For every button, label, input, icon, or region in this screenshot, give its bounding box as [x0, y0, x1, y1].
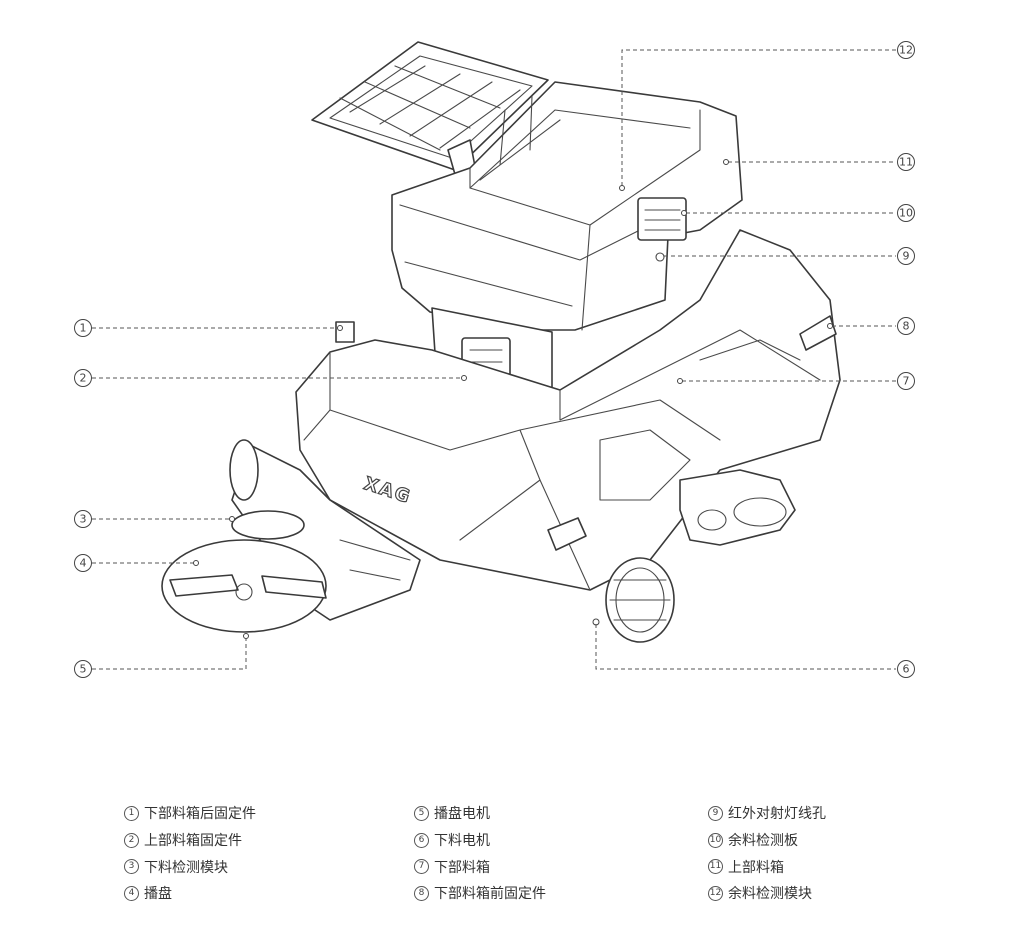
svg-text:10: 10: [899, 207, 913, 220]
callout-marker-4: 4: [74, 554, 92, 572]
callout-marker-1: 1: [74, 319, 92, 337]
callout-markers: 1 2 3 4 5 6 7 8 9 10 11 12: [74, 41, 915, 678]
exploded-spreader-diagram: XAG: [74, 41, 915, 678]
lower-hopper: XAG: [295, 229, 841, 591]
svg-text:8: 8: [903, 320, 910, 333]
upper-hopper: [391, 81, 743, 331]
callout-marker-7: 7: [897, 372, 915, 390]
callout-marker-5: 5: [74, 660, 92, 678]
callout-marker-3: 3: [74, 510, 92, 528]
callout-marker-12: 12: [897, 41, 915, 59]
svg-text:11: 11: [899, 156, 913, 169]
feed-motor: [592, 557, 675, 643]
spreader-assembly: [161, 439, 421, 633]
callout-marker-2: 2: [74, 369, 92, 387]
svg-text:9: 9: [903, 250, 910, 263]
callout-marker-6: 6: [897, 660, 915, 678]
svg-text:5: 5: [80, 663, 87, 676]
svg-text:12: 12: [899, 44, 913, 57]
drive-arm: [679, 469, 796, 546]
svg-text:4: 4: [80, 557, 87, 570]
svg-text:1: 1: [80, 322, 87, 335]
svg-text:6: 6: [903, 663, 910, 676]
svg-text:7: 7: [903, 375, 910, 388]
svg-text:3: 3: [80, 513, 87, 526]
callout-marker-11: 11: [897, 153, 915, 171]
leader-lines: [92, 49, 896, 670]
callout-marker-10: 10: [897, 204, 915, 222]
callout-marker-8: 8: [897, 317, 915, 335]
svg-text:2: 2: [80, 372, 87, 385]
callout-marker-9: 9: [897, 247, 915, 265]
